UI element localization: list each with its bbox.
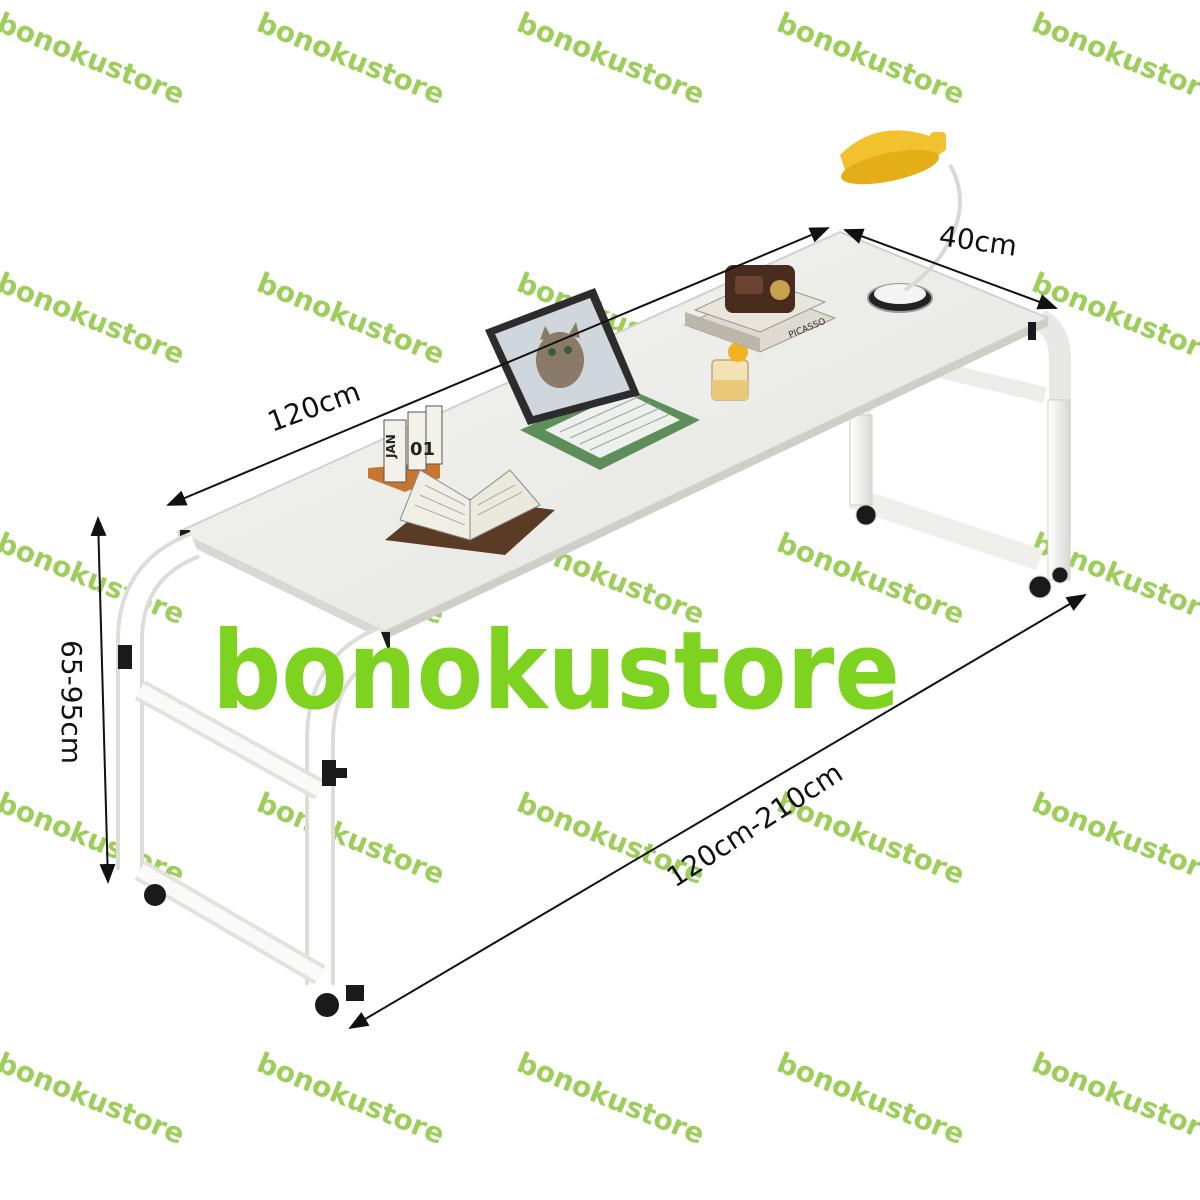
watermark-tile: bonokustore	[772, 1046, 969, 1151]
depth-label: 40cm	[937, 219, 1019, 263]
watermark-tile: bonokustore	[0, 266, 189, 371]
watermark-tile: bonokustore	[252, 786, 449, 891]
radio	[725, 265, 795, 313]
watermark-tile: bonokustore	[772, 6, 969, 111]
calendar-day-label: 01	[410, 439, 435, 460]
watermark-tile: bonokustore	[0, 6, 189, 111]
watermark-tile: bonokustore	[252, 6, 449, 111]
height-arrow	[90, 516, 116, 884]
dimension-arrows	[90, 227, 1087, 1030]
watermark-tile: bonokustore	[252, 1046, 449, 1151]
watermark-tile: bonokustore	[512, 1046, 709, 1151]
watermark-tile: bonokustore	[0, 1046, 189, 1151]
watermark-layer: bonokustore bonokustore bonokustore bonokus…	[0, 6, 1200, 1151]
watermark-tile: bonokustore	[1027, 786, 1200, 891]
extended-length-arrow	[348, 593, 1087, 1030]
brand-watermark: bonokustore	[212, 609, 900, 734]
calendar-month-label: JAN	[384, 434, 398, 459]
watermark-tile: bonokustore	[252, 266, 449, 371]
height-label: 65-95cm	[55, 640, 88, 764]
watermark-tile: bonokustore	[512, 6, 709, 111]
length-arrow	[166, 227, 830, 506]
watermark-tile: bonokustore	[1027, 6, 1200, 111]
watermark-tile: bonokustore	[1027, 1046, 1200, 1151]
depth-arrow	[843, 228, 1058, 310]
